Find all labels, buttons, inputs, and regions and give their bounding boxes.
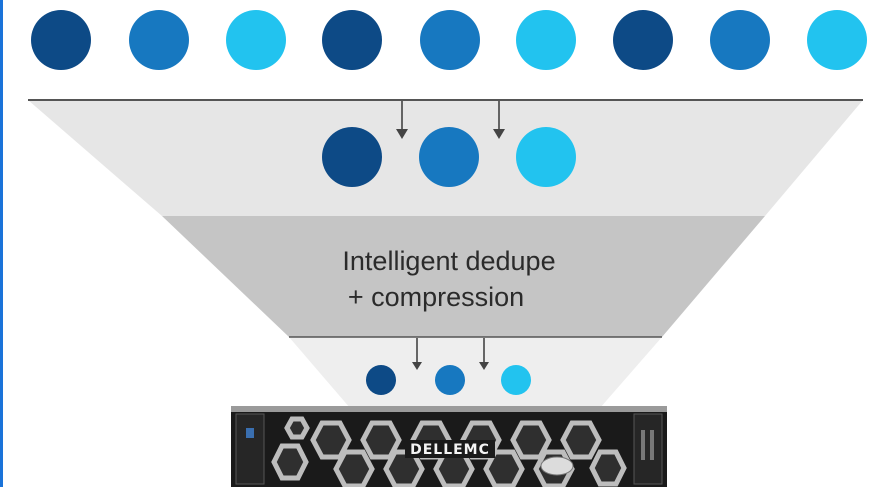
data-dot xyxy=(807,10,867,70)
data-dot xyxy=(366,365,396,395)
funnel-lower-band xyxy=(289,337,662,408)
data-dot xyxy=(613,10,673,70)
storage-appliance-icon: DELLEMC xyxy=(231,406,667,487)
compressed-data-row xyxy=(366,365,531,395)
down-arrow-icon xyxy=(412,338,422,370)
data-dot xyxy=(322,127,382,187)
data-dot xyxy=(435,365,465,395)
data-dot xyxy=(31,10,91,70)
data-dot xyxy=(226,10,286,70)
down-arrow-icon xyxy=(479,338,489,370)
data-dot xyxy=(501,365,531,395)
down-arrow-icon xyxy=(396,101,408,139)
data-dot xyxy=(419,127,479,187)
data-dot xyxy=(516,127,576,187)
data-dot xyxy=(129,10,189,70)
caption-line-2: + compression xyxy=(348,282,524,312)
caption-line-1: Intelligent dedupe xyxy=(342,246,555,276)
deduplicated-data-row xyxy=(322,127,576,187)
frame-edge xyxy=(0,0,3,487)
data-dot xyxy=(420,10,480,70)
funnel-middle-band xyxy=(162,216,765,337)
brand-logo: DELLEMC xyxy=(410,442,490,458)
data-dot xyxy=(710,10,770,70)
incoming-data-row xyxy=(31,10,867,70)
data-dot xyxy=(322,10,382,70)
data-dot xyxy=(516,10,576,70)
down-arrow-icon xyxy=(493,101,505,139)
